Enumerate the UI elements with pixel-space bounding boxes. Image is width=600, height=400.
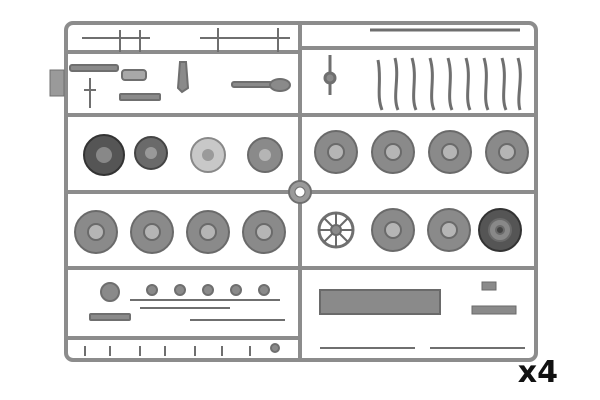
sprue-frame: [64, 21, 538, 362]
road-wheels-row1-right: [314, 130, 529, 174]
flat-plate-part: [319, 289, 441, 315]
bottom-left-parts: [89, 282, 285, 321]
road-wheels-row1-left: [83, 134, 283, 176]
bottom-row-parts: [84, 343, 525, 356]
road-wheels-row2-left: [74, 210, 286, 254]
road-wheels-row2-right: [317, 208, 522, 252]
top-right-parts: [323, 28, 522, 111]
quantity-label: x4: [517, 355, 558, 390]
sprue-tab: [49, 69, 65, 97]
small-bracket: [471, 305, 517, 315]
top-left-parts: [69, 28, 291, 108]
small-part-right: [481, 281, 497, 291]
